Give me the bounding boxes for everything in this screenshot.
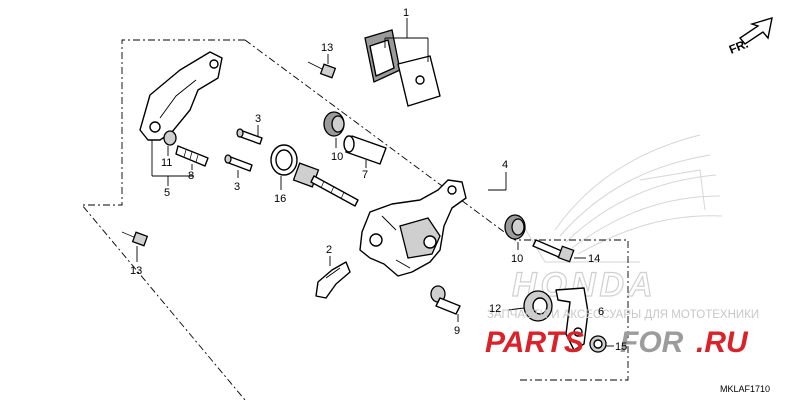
pin-8 <box>175 145 209 167</box>
callout-6: 6 <box>598 306 604 318</box>
callout-14: 14 <box>588 253 600 265</box>
callout-5: 5 <box>164 187 170 199</box>
callout-13-top: 13 <box>321 42 333 54</box>
callout-2: 2 <box>326 244 332 256</box>
callout-13-lower: 13 <box>130 265 142 277</box>
caliper-bracket <box>139 51 223 141</box>
sleeve-7 <box>343 135 387 165</box>
bolt-14 <box>532 239 575 263</box>
seal-ring-16 <box>270 144 298 176</box>
callout-8: 8 <box>188 170 194 182</box>
nut-15 <box>589 335 607 353</box>
direction-label: FR. <box>727 37 750 57</box>
boot-10-lower <box>504 214 526 240</box>
bolt-13-lower <box>121 231 149 247</box>
callout-4: 4 <box>502 159 508 171</box>
logo-part-gray: FOR <box>620 326 684 359</box>
boot-10-upper <box>323 111 345 137</box>
callout-15: 15 <box>615 341 627 353</box>
honda-wing-watermark <box>519 134 723 263</box>
nut-11 <box>163 130 177 146</box>
callout-7: 7 <box>362 169 368 181</box>
partsfor-logo: PARTS FOR .RU <box>485 326 749 359</box>
logo-part-red: PARTS <box>485 326 584 359</box>
bleeder-screw-9 <box>430 285 461 315</box>
callout-3-upper: 3 <box>255 113 261 125</box>
diagram-reference-code: MKLAF1710 <box>720 384 770 394</box>
caliper-body <box>359 179 467 277</box>
front-direction-arrow-icon <box>738 16 773 45</box>
logo-part-tail: .RU <box>696 326 749 359</box>
callout-16: 16 <box>274 193 286 205</box>
caliper-pin <box>292 162 359 207</box>
callout-12: 12 <box>489 303 501 315</box>
watermark-caption: ЗАПЧАСТИ И АКСЕССУАРЫ ДЛЯ МОТОТЕХНИКИ <box>487 309 759 321</box>
brake-pads <box>364 29 441 107</box>
cap-12 <box>523 290 553 322</box>
screw-3-lower <box>224 154 253 172</box>
callout-1: 1 <box>403 7 409 19</box>
callout-9: 9 <box>454 325 460 337</box>
plate-6 <box>555 287 589 351</box>
callout-10-upper: 10 <box>331 151 343 163</box>
pad-spring-clip-2 <box>315 261 351 299</box>
screw-3-upper <box>236 128 263 145</box>
assembly-boundary-right <box>244 39 629 381</box>
callout-11: 11 <box>161 157 172 169</box>
assembly-boundary <box>81 39 246 400</box>
callout-10-lower: 10 <box>511 253 523 265</box>
bolt-13-top <box>307 61 337 79</box>
callout-3-lower: 3 <box>234 181 240 193</box>
